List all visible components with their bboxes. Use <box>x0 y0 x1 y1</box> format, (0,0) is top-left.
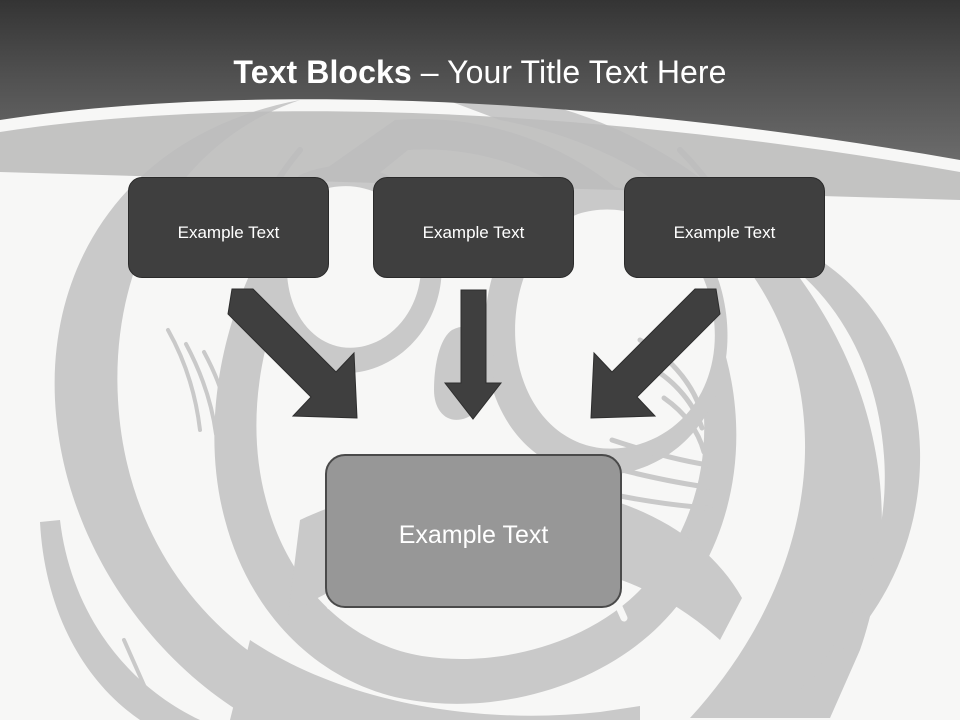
source-block-3[interactable]: Example Text <box>624 177 825 278</box>
page-title-separator: – <box>411 54 448 90</box>
result-block[interactable]: Example Text <box>325 454 622 608</box>
result-block-label: Example Text <box>398 520 549 549</box>
source-block-2[interactable]: Example Text <box>373 177 574 278</box>
page-title-container: Text Blocks – Your Title Text Here <box>0 52 960 92</box>
arrow-down-right-icon <box>227 288 358 419</box>
source-block-1[interactable]: Example Text <box>128 177 329 278</box>
page-title-regular: Your Title Text Here <box>447 54 727 90</box>
arrow-down-left-icon <box>590 288 721 419</box>
source-block-2-label: Example Text <box>422 222 525 242</box>
page-title-bold: Text Blocks <box>233 54 412 90</box>
arrow-down-icon <box>443 289 503 420</box>
source-block-1-label: Example Text <box>177 222 280 242</box>
page-title: Text Blocks – Your Title Text Here <box>233 52 726 92</box>
source-block-3-label: Example Text <box>673 222 776 242</box>
header-banner <box>0 0 960 200</box>
